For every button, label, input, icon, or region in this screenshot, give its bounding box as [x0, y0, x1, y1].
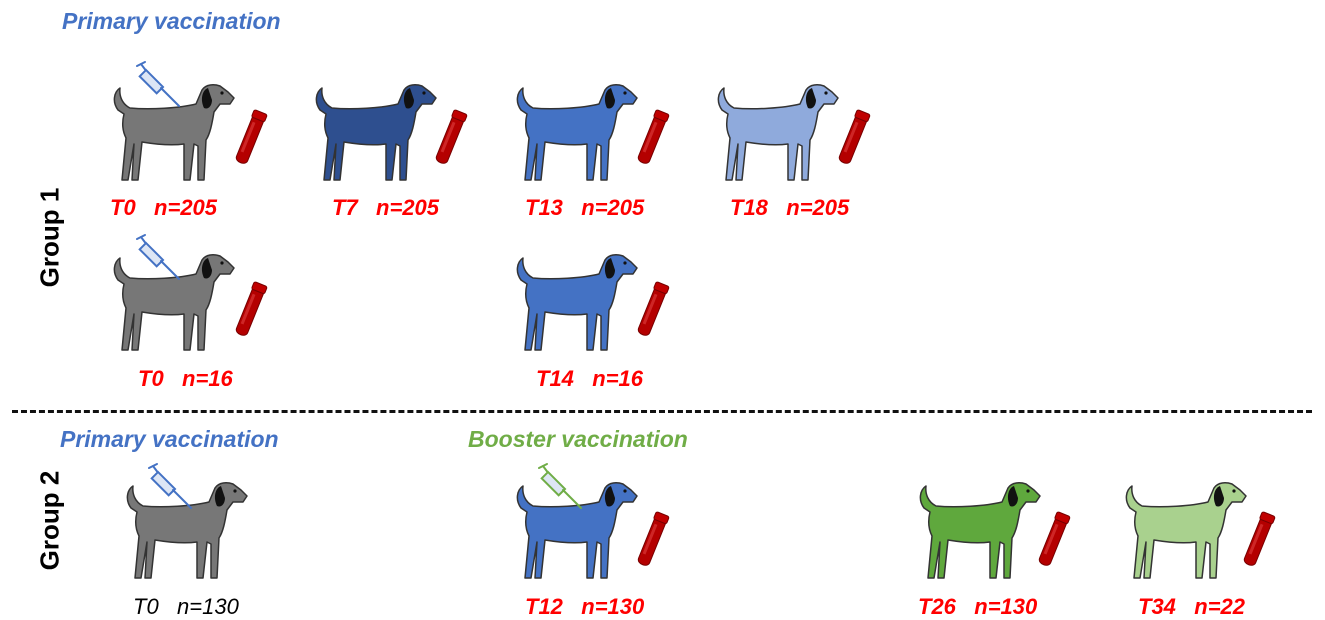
timepoint-label: T0 n=205 [110, 195, 218, 220]
dog-icon [516, 482, 638, 579]
dog-icon [516, 254, 638, 351]
syringe-icon [136, 61, 180, 107]
syringe-icon [148, 463, 192, 509]
booster-vaccination-label: Booster vaccination [468, 426, 688, 452]
blood-tube-icon [637, 281, 670, 336]
blood-tube-icon [637, 109, 670, 164]
dog-icon [113, 84, 235, 181]
dog-icon [126, 482, 248, 579]
timepoint-label: T0 n=130 [133, 594, 239, 619]
dog-icon [1125, 482, 1247, 579]
blood-tube-icon [235, 281, 268, 336]
group-1-label: Group 1 [34, 187, 65, 288]
timepoint-label: T13 n=205 [525, 195, 645, 220]
dog-icon [315, 84, 437, 181]
dog-icon [113, 254, 235, 351]
blood-tube-icon [435, 109, 468, 164]
dog-icon [919, 482, 1041, 579]
timepoint-label: T18 n=205 [730, 195, 850, 220]
blood-tube-icon [1243, 511, 1276, 566]
dog-icon [717, 84, 839, 181]
timepoint-label: T14 n=16 [536, 366, 644, 391]
timepoint-label: T0 n=16 [138, 366, 233, 391]
timepoint-label: T7 n=205 [332, 195, 440, 220]
blood-tube-icon [1038, 511, 1071, 566]
dog-icon [516, 84, 638, 181]
primary-vaccination-label-group2: Primary vaccination [60, 426, 279, 452]
syringe-icon [136, 234, 180, 280]
blood-tube-icon [637, 511, 670, 566]
timepoint-label: T12 n=130 [525, 594, 645, 619]
blood-tube-icon [235, 109, 268, 164]
blood-tube-icon [838, 109, 871, 164]
group-2-label: Group 2 [34, 470, 65, 571]
timepoint-label: T26 n=130 [918, 594, 1038, 619]
timepoint-label: T34 n=22 [1138, 594, 1246, 619]
primary-vaccination-label-group1: Primary vaccination [62, 8, 281, 34]
syringe-icon [538, 463, 582, 509]
group-divider [12, 410, 1312, 413]
